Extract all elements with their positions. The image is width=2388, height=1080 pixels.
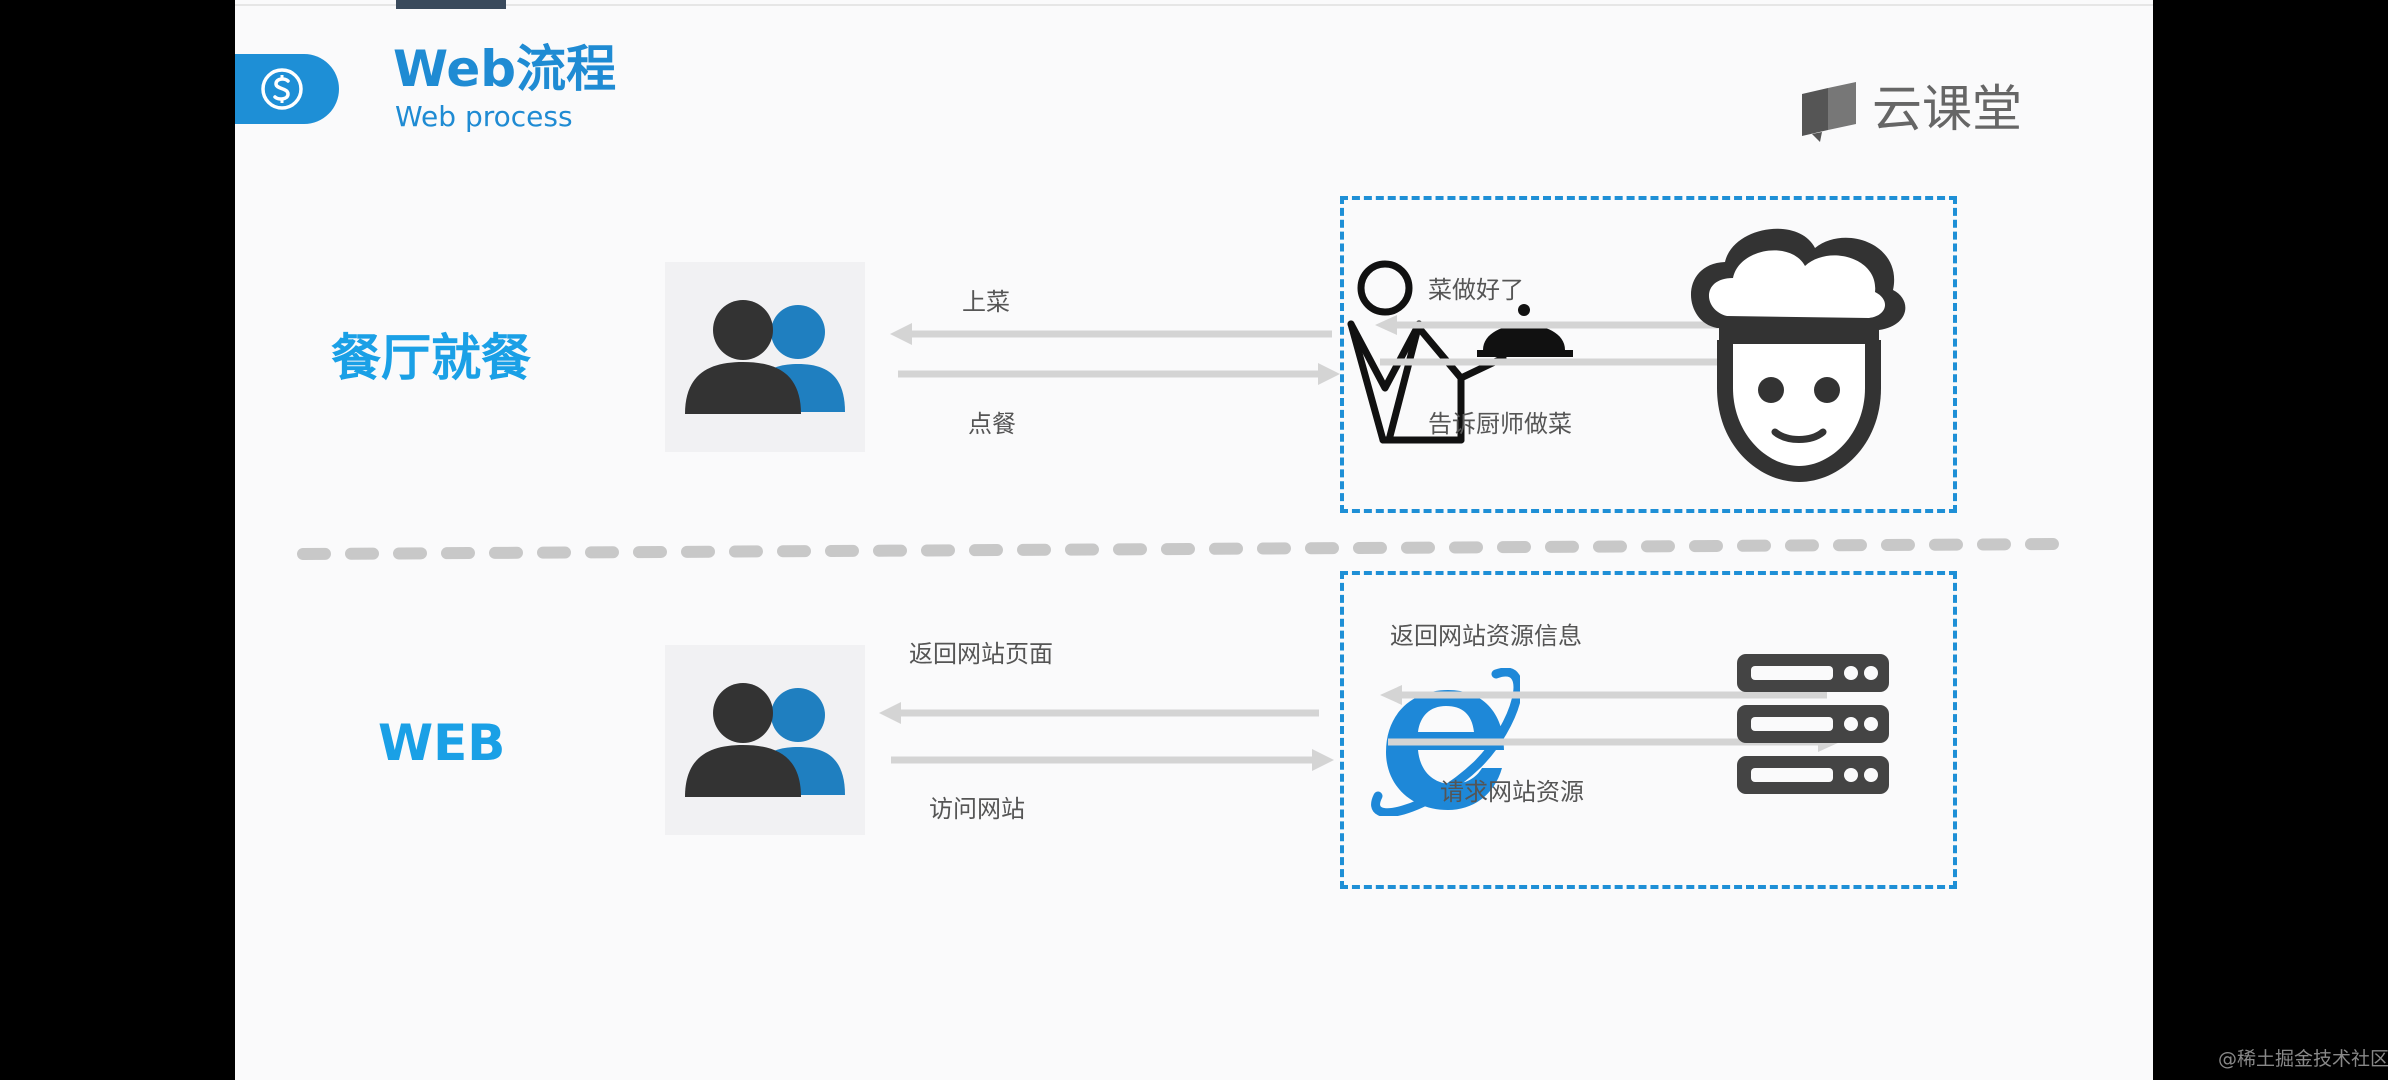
flow-label-return-page: 返回网站页面: [909, 640, 1053, 668]
slide: Web流程 Web process 云课堂 餐厅就餐 上菜 点餐: [235, 0, 2153, 1080]
users-icon: [665, 645, 865, 835]
waiter-icon: [1347, 260, 1573, 444]
row-label-web: WEB: [378, 714, 506, 772]
page-subtitle: Web process: [395, 100, 573, 133]
top-rule: [235, 4, 2153, 6]
section-divider: [297, 538, 2065, 560]
book-chat-icon: [1802, 82, 1856, 142]
web-bidirectional-arrows: [879, 702, 1334, 771]
row-label-restaurant: 餐厅就餐: [331, 329, 531, 387]
top-accent-bar: [396, 0, 506, 9]
bidirectional-arrows: [890, 323, 1340, 385]
flow-label-visit-site: 访问网站: [929, 795, 1025, 823]
header-badge: [235, 54, 339, 124]
server-icon: [1737, 654, 1889, 794]
flow-label-request-resource: 请求网站资源: [1440, 778, 1584, 806]
watermark: @稀土掘金技术社区: [2218, 1048, 2388, 1070]
flow-label-serve: 上菜: [962, 288, 1010, 316]
flow-label-tell-chef: 告诉厨师做菜: [1428, 410, 1572, 438]
chef-icon: [1690, 228, 1906, 482]
flow-label-dish-ready: 菜做好了: [1428, 276, 1524, 304]
flow-label-order: 点餐: [968, 410, 1016, 438]
server-box: [1340, 571, 1957, 889]
s-circle-icon: [261, 68, 303, 110]
customers-icon: [665, 262, 865, 452]
page-title: Web流程: [393, 40, 617, 98]
brand-logo-text: 云课堂: [1872, 80, 2022, 138]
flow-label-return-resource: 返回网站资源信息: [1390, 622, 1582, 650]
ie-browser-icon: [1371, 668, 1520, 816]
kitchen-box: [1340, 196, 1957, 513]
